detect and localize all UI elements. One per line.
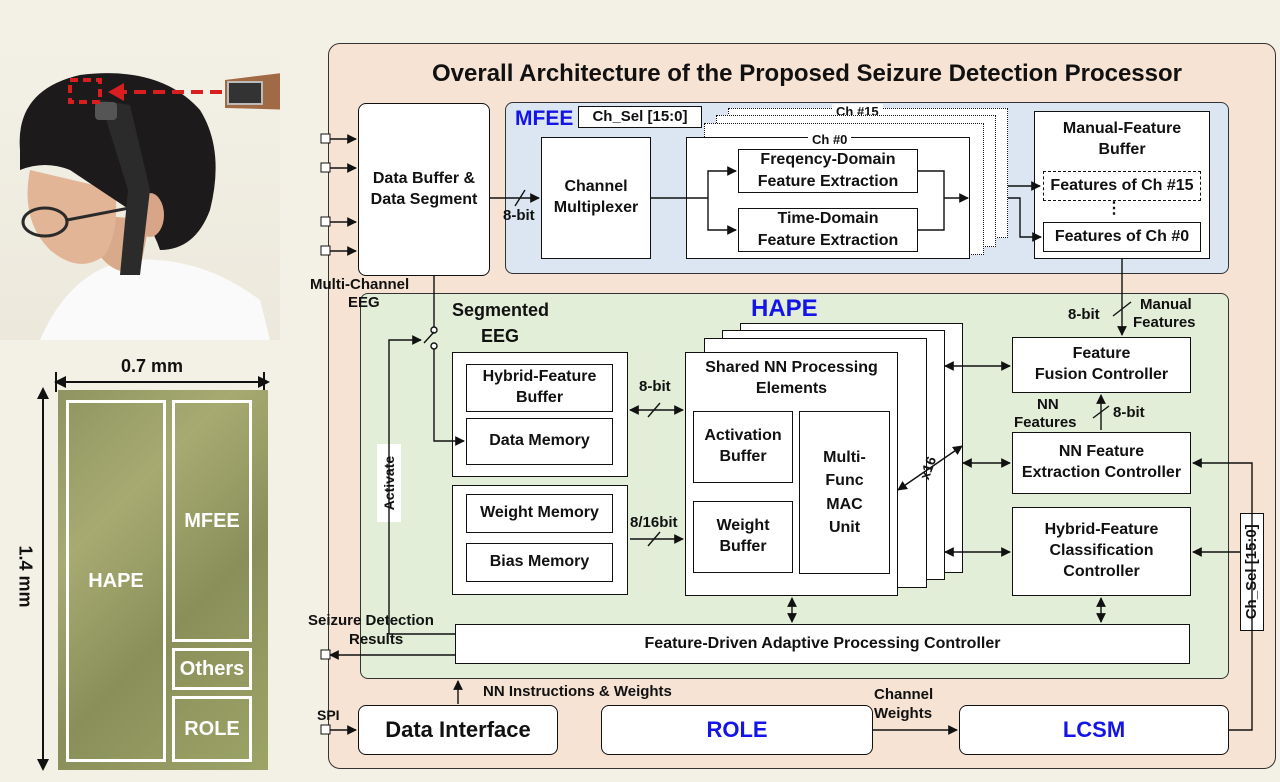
segmented-line1: Segmented <box>452 300 550 320</box>
eeg-label: EEG <box>348 294 380 311</box>
bias-memory: Bias Memory <box>466 543 613 582</box>
mfee-label: MFEE <box>515 107 574 130</box>
multi-func-mac-unit: Multi- Func MAC Unit <box>799 411 890 574</box>
channel-mux-line2: Multiplexer <box>553 199 639 216</box>
die-hape: HAPE <box>66 400 166 762</box>
features-dots: ⋮ <box>1106 200 1122 217</box>
hfcc-line1: Hybrid-Feature <box>1044 521 1159 539</box>
nn-line1: NN <box>1037 396 1059 413</box>
chip-width-label: 0.7 mm <box>121 356 184 376</box>
hfcc-line3: Controller <box>1063 562 1140 580</box>
manual-line2: Features <box>1133 314 1196 331</box>
mfb-line2: Buffer <box>1098 140 1146 158</box>
seizure-line1: Seizure Detection <box>308 612 434 629</box>
feature-driven-adaptive-processing-controller: Feature-Driven Adaptive Processing Contr… <box>455 624 1190 664</box>
die-others: Others <box>172 648 252 690</box>
bit8-nn-label: 8-bit <box>1113 404 1145 421</box>
freq-line2: Feature Extraction <box>757 173 899 190</box>
channel-mux-line1: Channel <box>564 178 628 196</box>
data-memory: Data Memory <box>466 418 613 465</box>
bit8-manual-label: 8-bit <box>1068 306 1100 323</box>
nnfec-line1: NN Feature <box>1058 443 1145 461</box>
ffc-line1: Feature <box>1072 345 1131 363</box>
ffc-line2: Fusion Controller <box>1034 366 1169 383</box>
freq-line1: Freqency-Domain <box>760 151 896 169</box>
mac-line2: Func <box>825 472 864 490</box>
die-role: ROLE <box>172 696 252 762</box>
nn-line2: Features <box>1014 414 1077 431</box>
data-interface: Data Interface <box>358 705 558 755</box>
chip-height-arrow <box>37 387 49 771</box>
nn-instructions-label: NN Instructions & Weights <box>483 683 672 700</box>
shared-line2: Elements <box>755 379 828 397</box>
multi-channel-label: Multi-Channel <box>310 276 410 293</box>
data-buffer-block: Data Buffer & Data Segment <box>358 103 490 276</box>
segmented-line2: EEG <box>481 326 520 346</box>
nnfec-line2: Extraction Controller <box>1021 464 1182 481</box>
wbuf-line1: Weight <box>716 517 770 535</box>
mfb-line1: Manual-Feature <box>1062 120 1182 137</box>
ch-sel-vertical: Ch_Sel [15:0] <box>1243 524 1261 620</box>
features-ch0: Features of Ch #0 <box>1043 222 1201 252</box>
manual-line1: Manual <box>1140 296 1192 313</box>
shared-line1: Shared NN Processing <box>705 359 878 376</box>
seizure-line2: Results <box>349 631 404 648</box>
time-line2: Feature Extraction <box>757 232 899 249</box>
data-buffer-line1: Data Buffer & <box>372 169 476 187</box>
ch-sel-vertical-box: Ch_Sel [15:0] <box>1240 513 1264 631</box>
channel-weights-line2: Weights <box>874 705 933 722</box>
chip-micrograph: HAPE MFEE Others ROLE <box>58 390 268 770</box>
features-ch15: Features of Ch #15 <box>1043 171 1201 201</box>
hape-label: HAPE <box>751 295 818 322</box>
ch-sel-box: Ch_Sel [15:0] <box>578 106 702 128</box>
wbuf-line2: Buffer <box>719 538 767 555</box>
act-line2: Buffer <box>719 448 767 465</box>
bit816-label: 8/16bit <box>630 514 678 531</box>
hfcc-line2: Classification <box>1049 542 1154 560</box>
act-line1: Activation <box>704 427 782 445</box>
activate-label-box: Activate <box>377 444 401 522</box>
activate-label: Activate <box>380 455 397 511</box>
wearer-photo <box>0 40 300 340</box>
chip-width-arrow <box>54 372 270 392</box>
hybrid-buffer-line2: Buffer <box>515 389 564 406</box>
bit8-mux-label: 8-bit <box>503 207 535 224</box>
mac-line1: Multi- <box>823 449 866 467</box>
ch0-label: Ch #0 <box>808 132 852 147</box>
page-title: Overall Architecture of the Proposed Sei… <box>432 60 1182 87</box>
data-buffer-line2: Data Segment <box>370 190 478 208</box>
time-line1: Time-Domain <box>777 210 879 228</box>
bit8-memory-label: 8-bit <box>639 378 671 395</box>
lcsm-block: LCSM <box>959 705 1229 755</box>
mac-line3: MAC <box>826 495 863 513</box>
die-mfee: MFEE <box>172 400 252 642</box>
spi-label: SPI <box>317 707 340 723</box>
mac-line4: Unit <box>828 518 861 536</box>
weight-memory: Weight Memory <box>466 494 613 533</box>
chip-height-label: 1.4 mm <box>15 545 36 608</box>
role-block: ROLE <box>601 705 873 755</box>
channel-weights-line1: Channel <box>874 686 934 703</box>
wearer-illustration <box>19 72 300 340</box>
hybrid-buffer-line1: Hybrid-Feature <box>482 368 597 386</box>
